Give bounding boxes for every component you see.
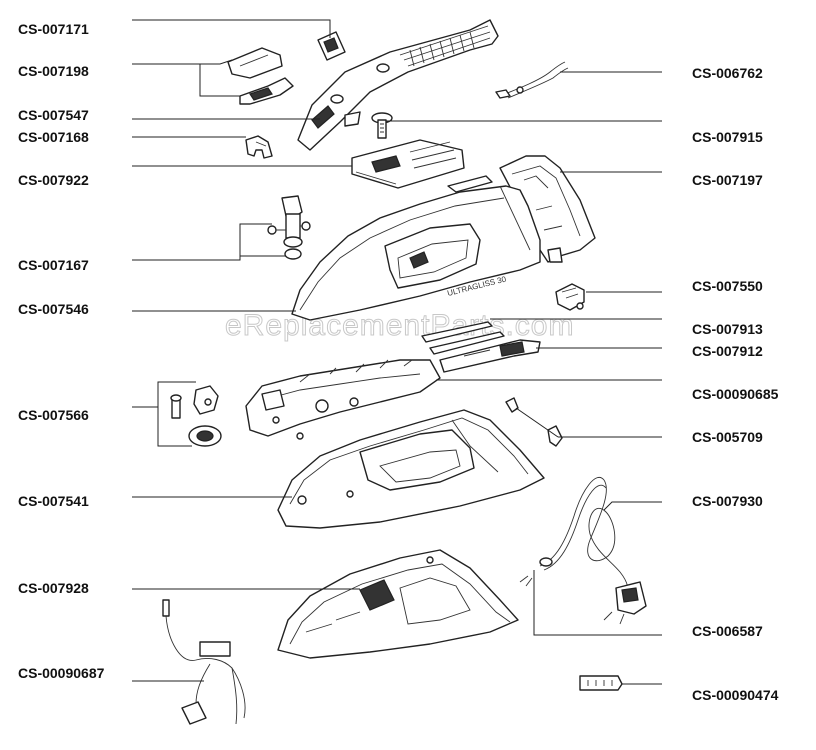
label-cs-006762[interactable]: CS-006762 <box>692 65 763 81</box>
label-cs-007550[interactable]: CS-007550 <box>692 278 763 294</box>
part-00090687-drawing[interactable] <box>162 599 246 725</box>
part-007928-drawing[interactable] <box>277 549 519 659</box>
label-cs-007546[interactable]: CS-007546 <box>18 301 89 317</box>
part-00090474-drawing[interactable] <box>579 675 623 691</box>
label-cs-007541[interactable]: CS-007541 <box>18 493 89 509</box>
label-cs-007930[interactable]: CS-007930 <box>692 493 763 509</box>
label-cs-006587[interactable]: CS-006587 <box>692 623 763 639</box>
part-007547-drawing[interactable] <box>297 19 499 151</box>
label-cs-00090474[interactable]: CS-00090474 <box>692 687 779 703</box>
part-007915-drawing[interactable] <box>371 112 393 139</box>
part-007168-drawing[interactable] <box>245 135 273 159</box>
part-007541-drawing[interactable] <box>277 409 545 529</box>
label-cs-007168[interactable]: CS-007168 <box>18 129 89 145</box>
part-007550-drawing[interactable] <box>555 283 585 311</box>
right-labels: CS-006762 CS-007915 CS-007197 CS-007550 … <box>692 65 779 703</box>
label-cs-007547[interactable]: CS-007547 <box>18 107 89 123</box>
label-cs-007912[interactable]: CS-007912 <box>692 343 763 359</box>
label-cs-007566[interactable]: CS-007566 <box>18 407 89 423</box>
part-007198-drawing[interactable] <box>227 47 294 105</box>
label-cs-007928[interactable]: CS-007928 <box>18 580 89 596</box>
label-cs-005709[interactable]: CS-005709 <box>692 429 763 445</box>
leader-lines <box>132 19 662 685</box>
part-007171-drawing[interactable] <box>317 31 346 61</box>
part-006762-drawing[interactable] <box>495 61 569 99</box>
part-007167-drawing[interactable] <box>267 195 311 260</box>
label-cs-007913[interactable]: CS-007913 <box>692 321 763 337</box>
part-007913-drawing[interactable] <box>421 321 505 355</box>
part-007922-drawing[interactable] <box>351 139 465 189</box>
label-cs-007915[interactable]: CS-007915 <box>692 129 763 145</box>
left-labels: CS-007171 CS-007198 CS-007547 CS-007168 … <box>18 21 105 681</box>
label-cs-007922[interactable]: CS-007922 <box>18 172 89 188</box>
part-007546-drawing[interactable]: ULTRAGLISS 30 <box>291 175 541 321</box>
label-cs-007171[interactable]: CS-007171 <box>18 21 89 37</box>
part-007930-drawing[interactable] <box>519 477 647 625</box>
part-007566-drawing[interactable] <box>170 385 222 447</box>
label-cs-00090687[interactable]: CS-00090687 <box>18 665 105 681</box>
label-cs-007197[interactable]: CS-007197 <box>692 172 763 188</box>
label-cs-007167[interactable]: CS-007167 <box>18 257 89 273</box>
part-005709-drawing[interactable] <box>505 397 563 447</box>
label-cs-00090685[interactable]: CS-00090685 <box>692 386 779 402</box>
part-007912-drawing[interactable] <box>439 339 541 373</box>
label-cs-007198[interactable]: CS-007198 <box>18 63 89 79</box>
part-00090685-drawing[interactable] <box>245 359 441 440</box>
watermark: eReplacementParts.com <box>225 309 574 342</box>
